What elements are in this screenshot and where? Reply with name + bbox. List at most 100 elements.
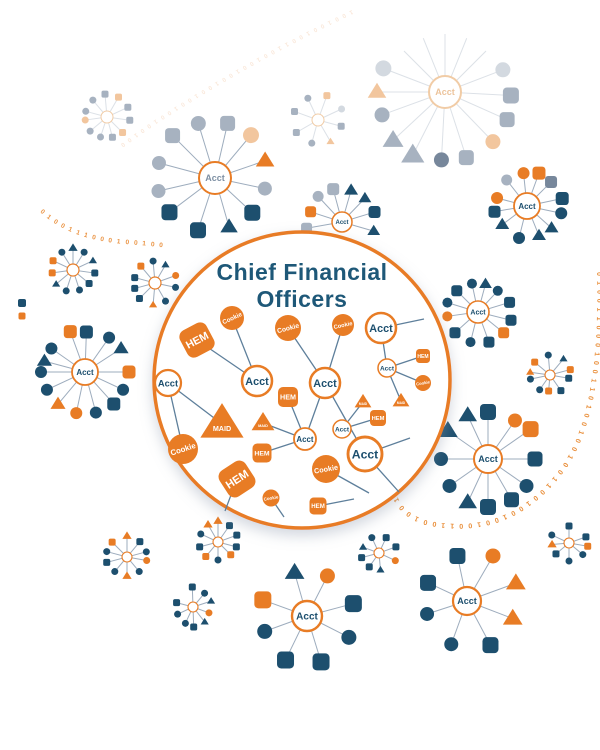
cluster-hub-ring — [544, 369, 556, 381]
cookie-circle — [220, 306, 244, 330]
cluster-leaf-circle — [433, 152, 449, 168]
cluster-leaf-circle — [519, 478, 534, 493]
cluster-leaf-square — [277, 651, 295, 669]
cluster-Q — [358, 534, 400, 573]
cluster-leaf-circle — [374, 107, 390, 123]
cluster-L — [196, 516, 241, 564]
stray-shape — [18, 312, 26, 320]
cluster-leaf-circle — [111, 568, 119, 576]
cluster-leaf-square — [480, 404, 496, 420]
cluster-hub-ring — [121, 551, 133, 563]
hem-label: HEM — [372, 416, 385, 422]
cluster-leaf-triangle — [200, 617, 209, 625]
cluster-leaf-circle — [172, 271, 180, 279]
cluster-leaf-triangle — [376, 565, 385, 573]
acct-label: Acct — [158, 378, 178, 388]
cluster-leaf-square — [122, 365, 136, 379]
cluster-leaf-square — [161, 204, 178, 221]
cluster-leaf-square — [449, 548, 466, 565]
cluster-leaf-square — [358, 554, 366, 562]
cluster-leaf-square — [101, 90, 109, 98]
cluster-leaf-circle — [513, 232, 526, 245]
cluster-leaf-circle — [442, 297, 453, 308]
cluster-leaf-square — [505, 314, 517, 326]
cluster-leaf-square — [103, 558, 111, 566]
title-layer: Chief Financial Officers — [216, 259, 387, 312]
cluster-leaf-square — [165, 128, 181, 144]
cluster-leaf-circle — [526, 375, 534, 383]
cluster-E: Acct — [488, 166, 569, 245]
cluster-H: Acct — [35, 325, 136, 420]
cluster-leaf-square — [392, 543, 400, 551]
maid-triangle — [392, 392, 410, 407]
cluster-leaf-square — [532, 166, 546, 180]
cluster-leaf-circle — [375, 60, 392, 77]
hem-square — [278, 387, 298, 407]
acct-node: Acct — [377, 358, 397, 378]
cluster-C — [291, 92, 346, 147]
cluster-leaf-circle — [442, 478, 457, 493]
cluster-leaf-triangle — [122, 531, 132, 539]
cluster-leaf-circle — [257, 623, 273, 639]
cookie-circle — [275, 315, 301, 341]
cluster-leaf-circle — [151, 155, 166, 170]
acct-ring — [293, 427, 317, 451]
cluster-leaf-circle — [142, 548, 150, 556]
cluster-leaf-square — [527, 451, 543, 467]
cluster-leaf-circle — [75, 286, 83, 294]
cluster-G — [131, 257, 180, 308]
cookie-label: Cookie — [416, 379, 431, 386]
maid-node: MAID — [354, 393, 372, 408]
cluster-leaf-circle — [485, 134, 501, 150]
cookie-circle — [415, 375, 431, 391]
maid-triangle — [251, 411, 275, 431]
cluster-leaf-square — [344, 595, 362, 613]
cluster-leaf-circle — [149, 257, 157, 265]
cluster-hub-label: Acct — [76, 368, 94, 377]
acct-node: Acct — [332, 419, 352, 439]
cluster-leaf-triangle — [544, 221, 559, 233]
maid-label: MAID — [258, 424, 268, 428]
cluster-leaf-triangle — [88, 256, 97, 264]
cluster-leaf-square — [136, 538, 144, 546]
cookie-node: Cookie — [220, 306, 244, 330]
cluster-hub-label: Acct — [518, 202, 536, 211]
cluster-leaf-square — [135, 295, 143, 303]
cluster-leaf-circle — [368, 534, 376, 542]
cluster-leaf-circle — [97, 133, 105, 141]
cluster-leaf-triangle — [367, 224, 381, 236]
cluster-leaf-circle — [548, 531, 556, 539]
cluster-leaf-square — [327, 183, 340, 196]
hem-node: HEM — [416, 349, 430, 363]
cluster-leaf-square — [565, 522, 573, 530]
cookie-label: Cookie — [313, 463, 338, 476]
cluster-leaf-square — [292, 129, 300, 136]
page-title-line1: Chief Financial — [216, 259, 387, 285]
cluster-leaf-triangle — [255, 151, 275, 167]
cluster-hub-ring — [198, 161, 232, 195]
cluster-leaf-square — [63, 325, 77, 339]
cluster-hub-label: Acct — [435, 87, 455, 97]
cluster-leaf-square — [502, 87, 519, 104]
cookie-circle — [312, 455, 340, 483]
cluster-leaf-square — [232, 543, 240, 551]
cluster-leaf-square — [108, 538, 116, 546]
acct-ring — [332, 419, 352, 439]
cluster-leaf-circle — [501, 174, 513, 186]
cluster-leaf-square — [498, 327, 510, 339]
cluster-leaf-triangle — [203, 520, 213, 528]
cluster-leaf-triangle — [502, 608, 523, 625]
maid-node: MAID — [392, 392, 410, 407]
cluster-leaf-circle — [491, 191, 504, 204]
cluster-leaf-circle — [442, 311, 453, 322]
cluster-leaf-circle — [205, 609, 213, 617]
cookie-circle — [168, 434, 198, 464]
acct-ring — [377, 358, 397, 378]
cluster-leaf-square — [480, 499, 496, 515]
acct-node: Acct — [364, 311, 398, 345]
cluster-leaf-triangle — [68, 243, 78, 251]
cluster-leaf-square — [126, 116, 134, 124]
cluster-leaf-circle — [58, 248, 66, 256]
cluster-leaf-circle — [89, 406, 102, 419]
cluster-leaf-square — [584, 542, 592, 550]
